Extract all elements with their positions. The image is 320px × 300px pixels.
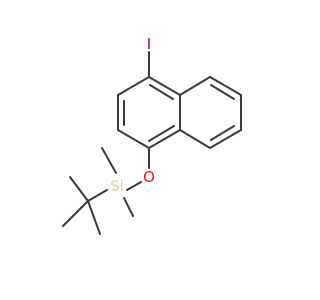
bond-silicon-methyl-up [101,147,117,174]
bond-ring-b-1 [179,76,211,96]
bond-ring-a-4 [148,129,181,149]
atom-labels: I O Si [110,35,155,195]
bond-ring-a-3 [117,129,150,149]
bond-tbutyl-methyl-3 [87,200,101,235]
bond-silicon-methyl-right [123,197,134,217]
bond-ring-b-4 [209,129,242,149]
atom-oxygen: O [143,168,155,186]
bond-ring-a-1 [117,76,150,96]
bond-double-b-2 [210,125,235,141]
structure-canvas: I O Si [62,35,242,235]
bond-tbutyl-methyl-1 [69,176,89,202]
molecule-structure: I O Si [62,35,242,235]
bond-ring-b-2 [209,76,242,96]
bond-oxygen-silicon [126,181,142,191]
bond-ring-b-5 [179,129,211,149]
atom-iodine: I [147,35,151,53]
bond-tbutyl-methyl-2 [62,200,89,227]
bond-double-a-3 [149,84,174,100]
bonds [62,51,242,235]
bond-silicon-tert-carbon [87,189,108,202]
bond-double-b-1 [210,84,235,100]
bond-double-a-2 [148,125,175,142]
atom-silicon: Si [110,177,124,195]
bond-ring-a-6 [148,76,181,96]
